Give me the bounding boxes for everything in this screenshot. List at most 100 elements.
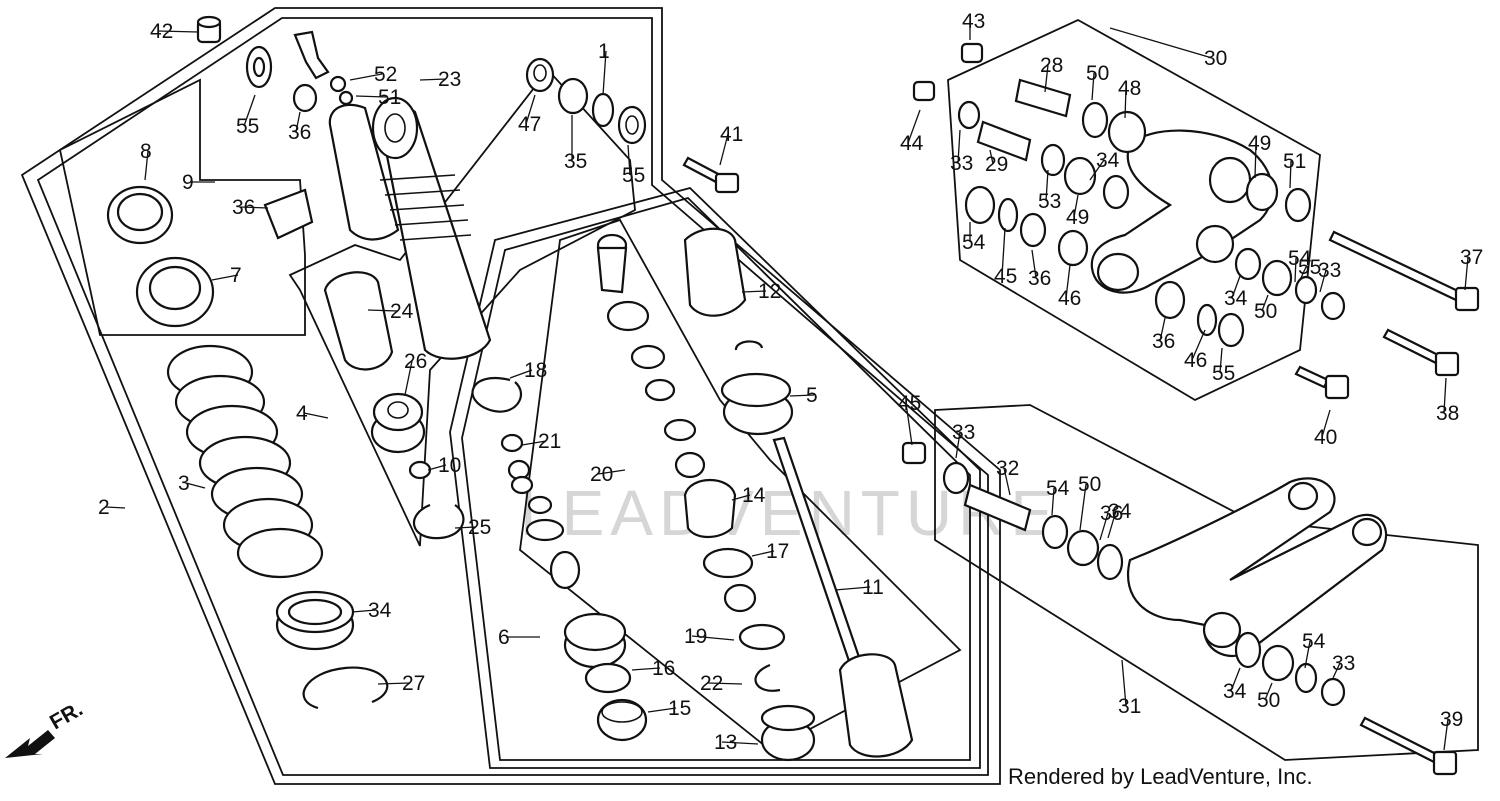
callout-6: 6 xyxy=(498,626,510,649)
leader-line-13 xyxy=(721,741,759,745)
part-45b-nut xyxy=(901,441,927,465)
leader-line-36 xyxy=(239,206,269,209)
part-35-spring-seat xyxy=(275,590,355,651)
callout-54: 54 xyxy=(1288,247,1312,270)
leader-line-50 xyxy=(1261,294,1269,312)
leader-line-32 xyxy=(1003,467,1011,496)
callout-17: 17 xyxy=(766,540,789,563)
leader-line-54 xyxy=(1051,487,1055,516)
callout-29: 29 xyxy=(985,153,1008,176)
part-37-label xyxy=(263,188,314,240)
part-26-bump-rubber xyxy=(370,392,426,454)
callout-36: 36 xyxy=(288,121,311,144)
callout-34: 34 xyxy=(1223,680,1247,703)
callout-15: 15 xyxy=(668,697,691,720)
callout-34: 34 xyxy=(1096,149,1120,172)
leader-line-50 xyxy=(1264,682,1273,701)
callout-55: 55 xyxy=(1298,256,1321,279)
leader-line-50 xyxy=(1091,72,1095,101)
leader-line-20 xyxy=(597,469,626,475)
callout-36: 36 xyxy=(1028,267,1051,290)
leader-line-37 xyxy=(1464,256,1469,291)
callout-33: 33 xyxy=(950,152,973,175)
leader-line-15 xyxy=(647,707,677,713)
front-direction-label: FR. xyxy=(46,697,87,734)
leader-line-49 xyxy=(1254,142,1257,179)
rod-bearings xyxy=(942,461,1346,707)
callout-3: 3 xyxy=(178,472,190,495)
leader-line-51 xyxy=(1289,160,1292,189)
callout-54: 54 xyxy=(1046,477,1070,500)
leader-line-33 xyxy=(1319,269,1327,293)
leader-line-48 xyxy=(1124,87,1127,119)
part-19-ring xyxy=(723,583,786,651)
leader-line-12 xyxy=(741,290,767,293)
leader-line-28 xyxy=(1044,64,1049,93)
leader-line-22 xyxy=(707,682,743,685)
part-8-locknut xyxy=(106,185,174,245)
callout-55: 55 xyxy=(622,164,645,187)
part-22-circlip xyxy=(754,663,781,692)
leader-line-54 xyxy=(1294,257,1297,283)
callout-32: 32 xyxy=(996,457,1019,480)
part-17-ring xyxy=(702,547,754,579)
callout-42: 42 xyxy=(150,20,173,43)
part-41-bolt xyxy=(1294,365,1350,400)
leader-line-42 xyxy=(157,30,199,33)
leader-line-55 xyxy=(627,144,631,176)
callout-18: 18 xyxy=(524,359,547,382)
callout-44: 44 xyxy=(900,132,924,155)
callout-54: 54 xyxy=(1302,630,1326,653)
leader-line-30 xyxy=(1109,27,1213,59)
callout-54: 54 xyxy=(962,231,986,254)
callout-12: 12 xyxy=(758,280,781,303)
leader-line-40 xyxy=(1321,409,1331,438)
leader-line-31 xyxy=(1121,659,1127,707)
part-24-reservoir-cap xyxy=(323,271,394,371)
leader-line-34 xyxy=(351,609,377,613)
callout-24: 24 xyxy=(390,300,414,323)
callout-50: 50 xyxy=(1078,473,1101,496)
leader-line-49 xyxy=(1073,194,1079,218)
part-45-nut xyxy=(912,80,936,102)
leader-line-36 xyxy=(1031,249,1037,279)
callout-25: 25 xyxy=(468,516,491,539)
callout-10: 10 xyxy=(438,454,461,477)
linkage-bearings xyxy=(957,100,1346,348)
part-15-ring xyxy=(596,698,648,742)
leader-line-39 xyxy=(1443,718,1449,751)
part-16-ring xyxy=(584,662,632,694)
callout-11: 11 xyxy=(862,576,884,599)
leader-line-46 xyxy=(1065,264,1071,299)
leader-line-38 xyxy=(1443,377,1447,414)
part-6-piston xyxy=(563,612,627,669)
part-28-collar xyxy=(1014,78,1072,118)
part-38-bolt xyxy=(1328,230,1480,312)
part-29-collar xyxy=(976,120,1032,162)
leader-line-33 xyxy=(957,129,961,164)
callout-36: 36 xyxy=(232,196,255,219)
leader-line-51 xyxy=(355,95,387,98)
part-7-adjuster-nut xyxy=(135,256,215,328)
part-31-connecting-rod xyxy=(1127,477,1388,658)
leader-line-36 xyxy=(1099,512,1109,541)
leader-line-21 xyxy=(521,440,547,446)
callout-30: 30 xyxy=(1204,47,1227,70)
part-43-nut xyxy=(196,15,222,44)
part-10-cap xyxy=(408,460,432,480)
part-3-spring xyxy=(166,344,324,579)
leader-line-54 xyxy=(1304,640,1311,669)
callout-7: 7 xyxy=(230,264,242,287)
leader-line-8 xyxy=(144,150,149,181)
leader-line-34 xyxy=(1089,159,1105,181)
callout-36: 36 xyxy=(1152,330,1175,353)
leader-line-23 xyxy=(419,78,447,81)
part-55-washer xyxy=(245,45,273,89)
callout-21: 21 xyxy=(538,430,561,453)
credit-text: Rendered by LeadVenture, Inc. xyxy=(1008,764,1313,789)
leader-line-19 xyxy=(691,635,735,641)
part-14-bushing xyxy=(683,478,737,539)
leader-line-24 xyxy=(367,309,399,312)
leader-line-47 xyxy=(525,94,536,125)
callout-34: 34 xyxy=(1224,287,1248,310)
